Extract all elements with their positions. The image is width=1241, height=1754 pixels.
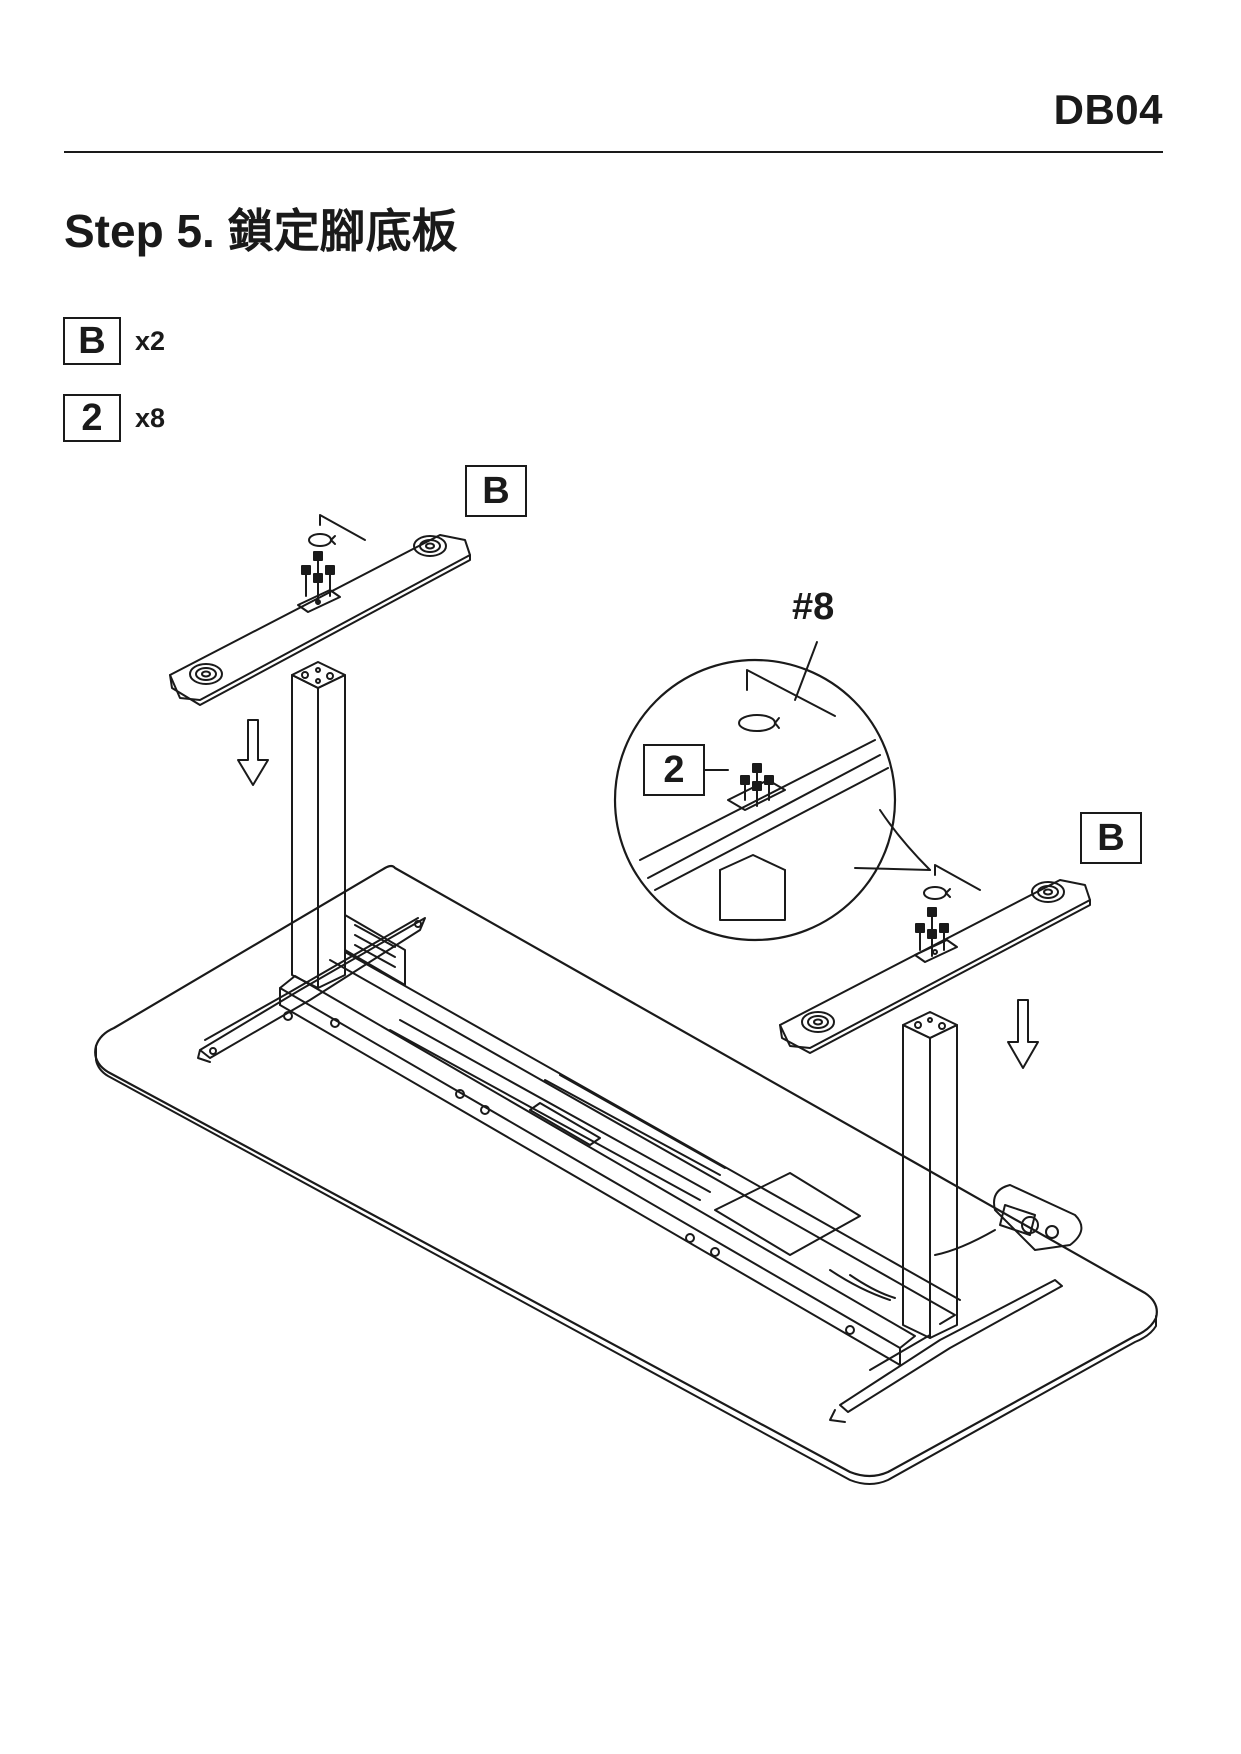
part-callout-screw: 2	[643, 744, 705, 796]
hex-key-icon	[923, 864, 981, 900]
left-screws	[301, 551, 335, 605]
model-code: DB04	[1053, 86, 1163, 133]
left-upper-foot	[169, 534, 471, 706]
parts-list-item: B x2	[63, 316, 165, 366]
tool-size-label: #8	[792, 586, 835, 628]
left-lower-foot	[197, 917, 426, 1063]
hex-key-icon	[308, 514, 366, 547]
right-upper-foot	[779, 879, 1091, 1054]
parts-list-item: 2 x8	[63, 393, 165, 443]
step-title: Step 5. 鎖定腳底板	[64, 205, 458, 257]
tabletop	[94, 864, 1158, 1485]
header-divider	[64, 151, 1163, 153]
part-quantity: x8	[135, 402, 166, 433]
left-column	[291, 661, 346, 989]
part-id-box: B	[63, 317, 121, 365]
right-screws	[915, 907, 949, 957]
crossbar-frame	[279, 914, 961, 1366]
right-column	[902, 1011, 958, 1339]
part-callout-b-left: B	[465, 465, 527, 517]
part-quantity: x2	[135, 325, 166, 356]
down-arrow-icon	[237, 719, 269, 786]
part-callout-b-right: B	[1080, 812, 1142, 864]
part-id-box: 2	[63, 394, 121, 442]
right-lower-foot	[829, 1279, 1063, 1423]
detail-magnifier	[613, 641, 931, 942]
control-handset	[934, 1184, 1083, 1256]
down-arrow-icon	[1007, 999, 1039, 1069]
